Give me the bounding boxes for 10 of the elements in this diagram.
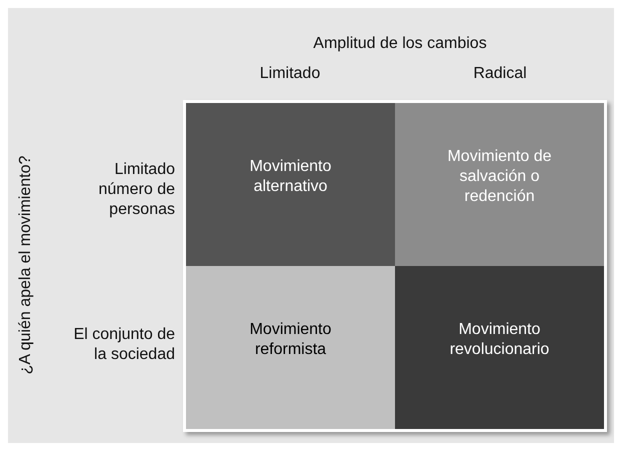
quadrant-cell: Movimiento de salvación o redención — [395, 103, 604, 266]
category-label: Radical — [472, 64, 528, 84]
axis-label: Amplitud de los cambios — [312, 34, 488, 54]
quadrant-cell: Movimiento alternativo — [186, 103, 395, 266]
category-label: Limitado número de personas — [98, 160, 175, 220]
quadrant-cell: Movimiento revolucionario — [395, 266, 604, 429]
category-label: Limitado — [258, 64, 322, 84]
category-label: El conjunto de la sociedad — [72, 325, 175, 365]
quadrant-cell: Movimiento reformista — [186, 266, 395, 429]
axis-label: ¿A quién apela el movimiento? — [16, 156, 35, 374]
